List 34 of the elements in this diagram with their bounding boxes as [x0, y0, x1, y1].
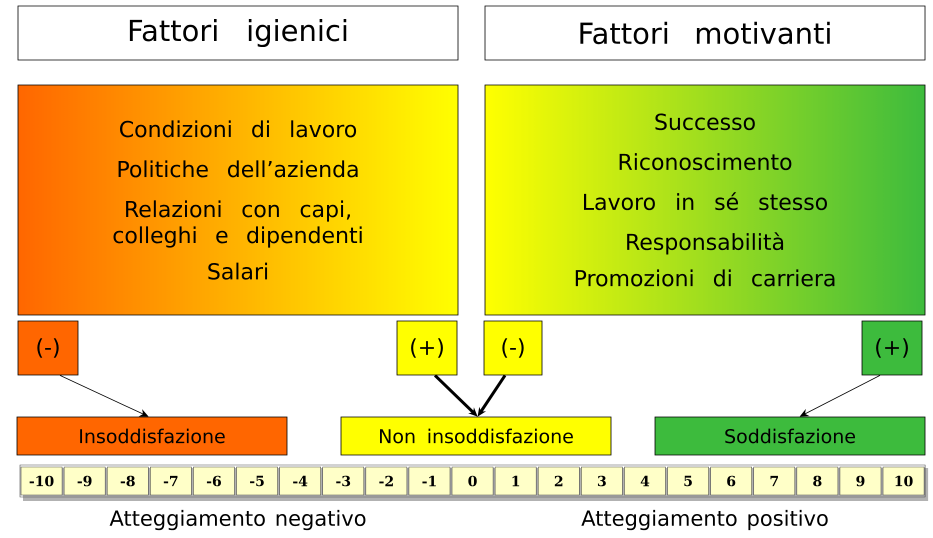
title-box: Fattori motivanti [484, 6, 926, 60]
scale-cell: -3 [322, 466, 364, 496]
scale-cell: 1 [494, 466, 536, 496]
scale-cell: -9 [64, 466, 106, 496]
scale-cell: 3 [581, 466, 623, 496]
axis-caption: Atteggiamento negativo [110, 510, 366, 530]
title-box: Fattori igienici [18, 6, 458, 60]
scale-cell: -8 [106, 466, 149, 496]
scale-cell: -10 [20, 466, 62, 496]
scale-cell: 9 [840, 466, 882, 496]
axis-caption: Atteggiamento positivo [581, 510, 828, 530]
status-box: Insoddisfazione [16, 416, 288, 456]
scale-cell: -4 [279, 466, 321, 496]
scale-cell: 0 [452, 466, 494, 496]
factor-list-box: Successo Riconoscimento Lavoro in sé stesso Responsabilità Promozioni di carriera [484, 84, 926, 316]
scale-cell: -5 [236, 466, 278, 496]
scale-cell: 10 [882, 466, 924, 496]
scale-cell: 8 [796, 466, 838, 496]
scale-cell: 2 [538, 466, 580, 496]
status-box: Soddisfazione [654, 416, 926, 456]
sign-box: (+) [396, 320, 458, 376]
scale-cell: 4 [624, 466, 666, 496]
scale-cell: -6 [193, 466, 235, 496]
scale-cell: 6 [710, 466, 752, 496]
scale-cell: -2 [366, 466, 408, 496]
scale-cell: 5 [667, 466, 709, 496]
sign-box: (-) [18, 320, 78, 376]
scale-cell: -7 [150, 466, 192, 496]
status-box: Non insoddisfazione [340, 416, 612, 456]
scale-cell: -1 [408, 466, 450, 496]
scale-cell: 7 [753, 466, 796, 496]
sign-box: (-) [484, 320, 542, 376]
sign-box: (+) [862, 320, 922, 376]
factor-list-box: Condizioni di lavoro Politiche dell’azienda Relazioni con capi, colleghi e dipendenti Salari [18, 84, 458, 316]
